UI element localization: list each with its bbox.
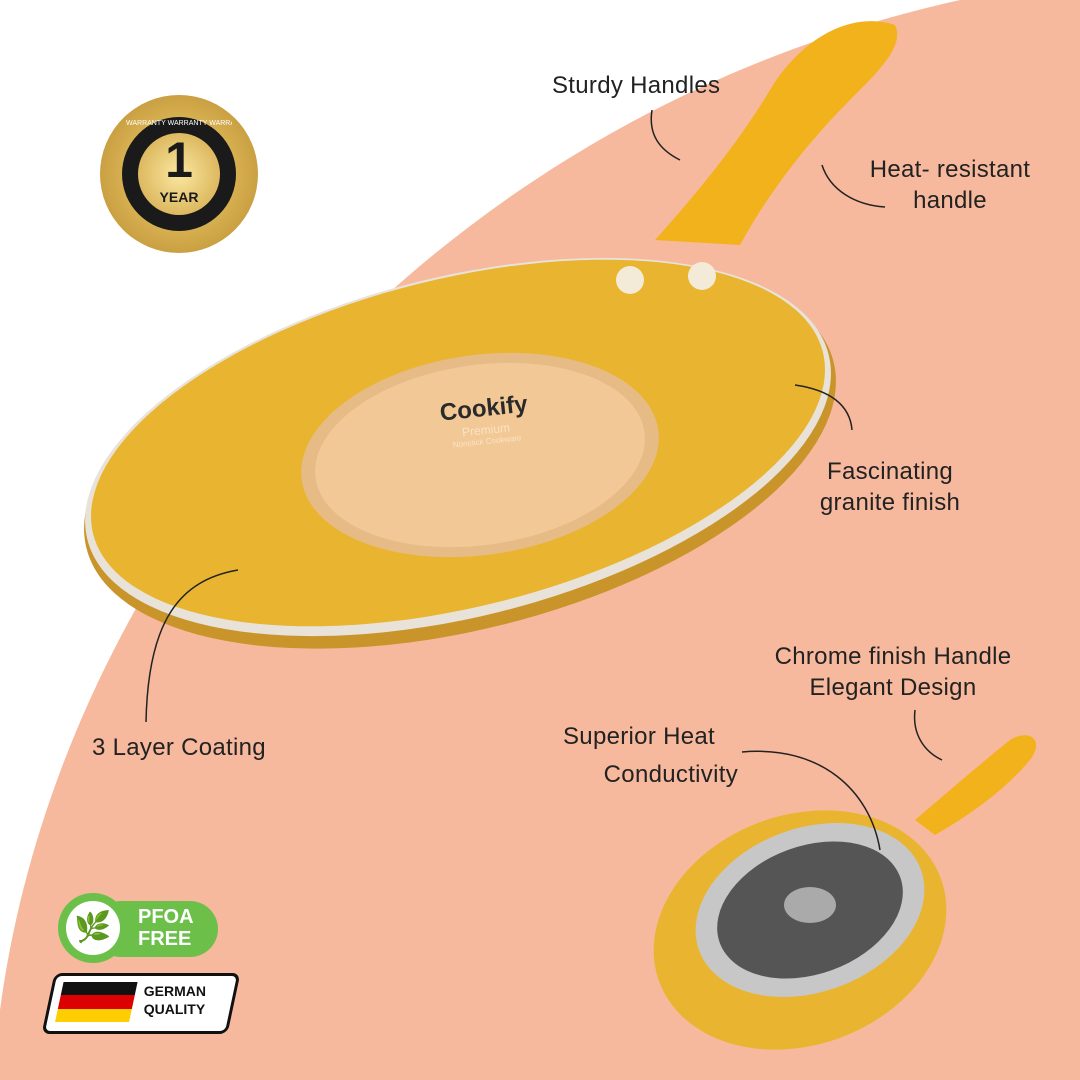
feature-line: Conductivity <box>603 761 738 788</box>
feature-sturdy-handles: Sturdy Handles <box>552 72 721 99</box>
free-text: FREE <box>138 928 192 950</box>
feature-line: Chrome finish Handle <box>774 643 1012 670</box>
leaf-icon: 🌿 <box>66 901 120 955</box>
tawa-pan-main <box>84 21 898 649</box>
callout-line <box>145 569 239 723</box>
pfoa-free-badge: 🌿 PFOA FREE <box>58 893 218 963</box>
german-text: GERMAN <box>143 983 206 999</box>
tawa-pan-back <box>653 735 1037 1050</box>
quality-text: QUALITY <box>143 1001 206 1017</box>
warranty-ring-text: WARRANTY WARRANTY WARRANTY WARRANTY <box>126 120 232 127</box>
pan-handle <box>655 21 898 245</box>
pfoa-text: PFOA <box>138 906 194 928</box>
warranty-unit: YEAR <box>159 189 199 205</box>
rivet <box>616 266 644 294</box>
feature-line: handle <box>913 187 987 214</box>
callout-line <box>650 109 681 161</box>
feature-granite-finish: Fascinating granite finish <box>805 456 975 518</box>
feature-heat-conductivity: Superior Heat Conductivity <box>558 718 738 794</box>
callout-line <box>741 750 881 851</box>
callout-line <box>913 709 943 761</box>
small-pan-handle <box>915 735 1037 835</box>
callout-line <box>794 384 853 431</box>
warranty-badge: 1 YEAR WARRANTY WARRANTY WARRANTY WARRAN… <box>100 95 258 253</box>
callout-line <box>821 164 886 208</box>
feature-line: Fascinating <box>826 458 954 485</box>
feature-line: Heat- resistant <box>869 156 1031 183</box>
feature-line: Elegant Design <box>809 674 977 701</box>
feature-line: granite finish <box>819 489 961 516</box>
rivet <box>688 262 716 290</box>
german-flag-icon <box>55 982 138 1022</box>
german-quality-badge: GERMAN QUALITY <box>41 973 241 1034</box>
feature-heat-resistant: Heat- resistant handle <box>860 154 1040 216</box>
feature-line: Superior Heat <box>563 723 715 750</box>
feature-coating: 3 Layer Coating <box>92 734 266 761</box>
feature-chrome-handle: Chrome finish Handle Elegant Design <box>758 641 1028 703</box>
warranty-number: 1 <box>165 132 193 188</box>
